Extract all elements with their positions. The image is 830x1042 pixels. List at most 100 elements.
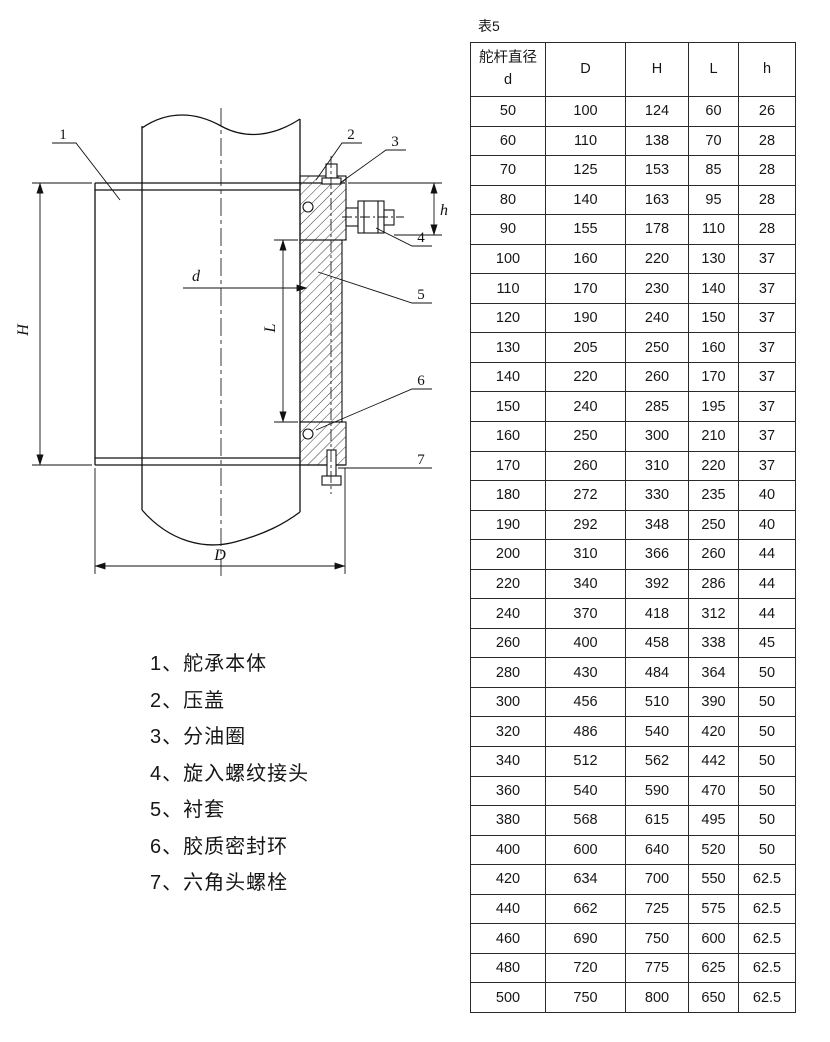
table-cell: 392 [625, 568, 689, 600]
table-cell: 458 [625, 627, 689, 659]
col-header-h: h [738, 42, 796, 97]
table-cell: 28 [738, 155, 796, 186]
callout-5: 5 [417, 287, 425, 303]
table-cell: 26 [738, 96, 796, 127]
table-cell: 484 [625, 657, 689, 688]
table-cell: 272 [545, 480, 626, 511]
table-cell: 40 [738, 480, 796, 511]
table-cell: 338 [688, 627, 739, 659]
table-cell: 37 [738, 273, 796, 304]
rubber-seal-ring [302, 428, 314, 440]
table-cell: 690 [545, 923, 626, 954]
table-cell: 390 [688, 686, 739, 718]
gland [299, 175, 347, 241]
table-cell: 400 [545, 627, 626, 659]
table-cell: 130 [470, 332, 546, 363]
table-cell: 138 [625, 125, 689, 157]
table-cell: 37 [738, 243, 796, 275]
callout-6: 6 [417, 373, 425, 389]
table-cell: 50 [738, 686, 796, 718]
table-cell: 470 [688, 775, 739, 807]
table-cell: 80 [470, 184, 546, 216]
table-cell: 60 [470, 125, 546, 157]
table-cell: 575 [688, 893, 739, 925]
table-cell: 364 [688, 657, 739, 688]
table-cell: 250 [688, 509, 739, 541]
table-cell: 45 [738, 627, 796, 659]
table-cell: 590 [625, 775, 689, 807]
table-cell: 292 [545, 509, 626, 541]
table-cell: 62.5 [738, 923, 796, 954]
table-cell: 140 [470, 361, 546, 393]
table-cell: 285 [625, 391, 689, 423]
table-cell: 44 [738, 568, 796, 600]
table-cell: 160 [545, 243, 626, 275]
table-cell: 495 [688, 805, 739, 836]
table-cell: 486 [545, 716, 626, 748]
dim-label-H: H [15, 323, 32, 337]
table-cell: 750 [545, 982, 626, 1013]
table-cell: 37 [738, 391, 796, 423]
table-cell: 37 [738, 302, 796, 334]
table-cell: 550 [688, 864, 739, 895]
table-cell: 50 [738, 746, 796, 777]
bottom-bolt [321, 449, 342, 486]
table-cell: 110 [688, 214, 739, 245]
table-cell: 380 [470, 805, 546, 836]
table-cell: 205 [545, 332, 626, 363]
table-cell: 720 [545, 952, 626, 984]
table-cell: 600 [545, 834, 626, 866]
table-cell: 456 [545, 686, 626, 718]
part-item: 1、舵承本体 [150, 653, 268, 675]
table-cell: 210 [688, 421, 739, 452]
table-cell: 260 [545, 450, 626, 482]
table-cell: 44 [738, 598, 796, 629]
table-cell: 420 [470, 864, 546, 895]
table-cell: 40 [738, 509, 796, 541]
table-header-row: 舵杆直径 d D H L h [470, 42, 796, 97]
table-cell: 240 [625, 302, 689, 334]
part-item: 6、胶质密封环 [150, 835, 289, 858]
table-cell: 28 [738, 184, 796, 216]
table-cell: 124 [625, 96, 689, 127]
table-cell: 150 [470, 391, 546, 423]
table-cell: 400 [470, 834, 546, 866]
table-cell: 510 [625, 686, 689, 718]
table-cell: 775 [625, 952, 689, 984]
table-cell: 235 [688, 480, 739, 511]
table-cell: 662 [545, 893, 626, 925]
part-item: 2、压盖 [150, 689, 226, 712]
technical-drawing: H d L D h 1 2 3 4 5 6 7 [15, 108, 448, 580]
table-cell: 100 [545, 96, 626, 127]
part-item: 4、旋入螺纹接头 [150, 762, 310, 785]
oil-ring [302, 201, 314, 213]
table-cell: 140 [545, 184, 626, 216]
table-cell: 220 [688, 450, 739, 482]
table-cell: 70 [470, 155, 546, 186]
table-cell: 160 [470, 421, 546, 452]
table-cell: 340 [470, 746, 546, 777]
table-cell: 153 [625, 155, 689, 186]
table-cell: 170 [470, 450, 546, 482]
table-cell: 150 [688, 302, 739, 334]
table-cell: 220 [545, 361, 626, 393]
table-cell: 62.5 [738, 982, 796, 1013]
table-cell: 100 [470, 243, 546, 275]
table-cell: 280 [470, 657, 546, 688]
table-cell: 500 [470, 982, 546, 1013]
table-cell: 300 [470, 686, 546, 718]
table-cell: 110 [545, 125, 626, 157]
